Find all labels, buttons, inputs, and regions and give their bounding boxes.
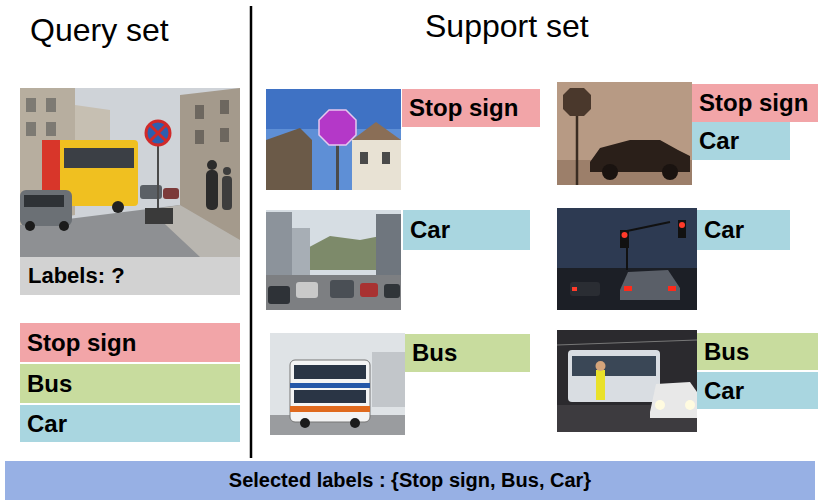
label-text: Stop sign [27, 329, 136, 357]
label-text: Labels: ? [28, 263, 125, 289]
label-tag: Bus [405, 334, 530, 372]
label-text: Bus [704, 338, 749, 366]
support-photo [266, 210, 401, 310]
label-text: Bus [412, 339, 457, 367]
label-tag: Car [692, 122, 790, 160]
panel-title: Support set [425, 8, 589, 45]
support-photo [270, 333, 405, 435]
support-photo [557, 330, 697, 432]
label-text: Bus [27, 370, 72, 398]
label-text: Car [410, 216, 450, 244]
query-photo [20, 88, 240, 257]
label-tag: Bus [20, 364, 240, 403]
label-tag: Car [20, 405, 240, 442]
support-photo [266, 89, 401, 190]
divider-line [250, 6, 253, 458]
label-tag: Stop sign [20, 323, 240, 362]
label-tag: Stop sign [402, 89, 540, 127]
panel-title: Query set [30, 12, 169, 49]
label-text: Stop sign [409, 94, 518, 122]
label-text: Car [704, 216, 744, 244]
label-text: Car [704, 377, 744, 405]
label-tag: Stop sign [692, 84, 818, 122]
label-tag: Car [697, 210, 790, 250]
label-text: Stop sign [699, 89, 808, 117]
support-photo [557, 208, 697, 310]
label-text: Car [699, 127, 739, 155]
selected-labels-band: Selected labels : {Stop sign, Bus, Car} [5, 461, 815, 500]
query-label-band: Labels: ? [20, 257, 240, 295]
label-tag: Car [697, 372, 818, 409]
label-tag: Bus [697, 333, 818, 370]
label-text: Selected labels : {Stop sign, Bus, Car} [229, 469, 591, 492]
label-tag: Car [403, 210, 530, 250]
support-photo [557, 82, 692, 185]
label-text: Car [27, 410, 67, 438]
